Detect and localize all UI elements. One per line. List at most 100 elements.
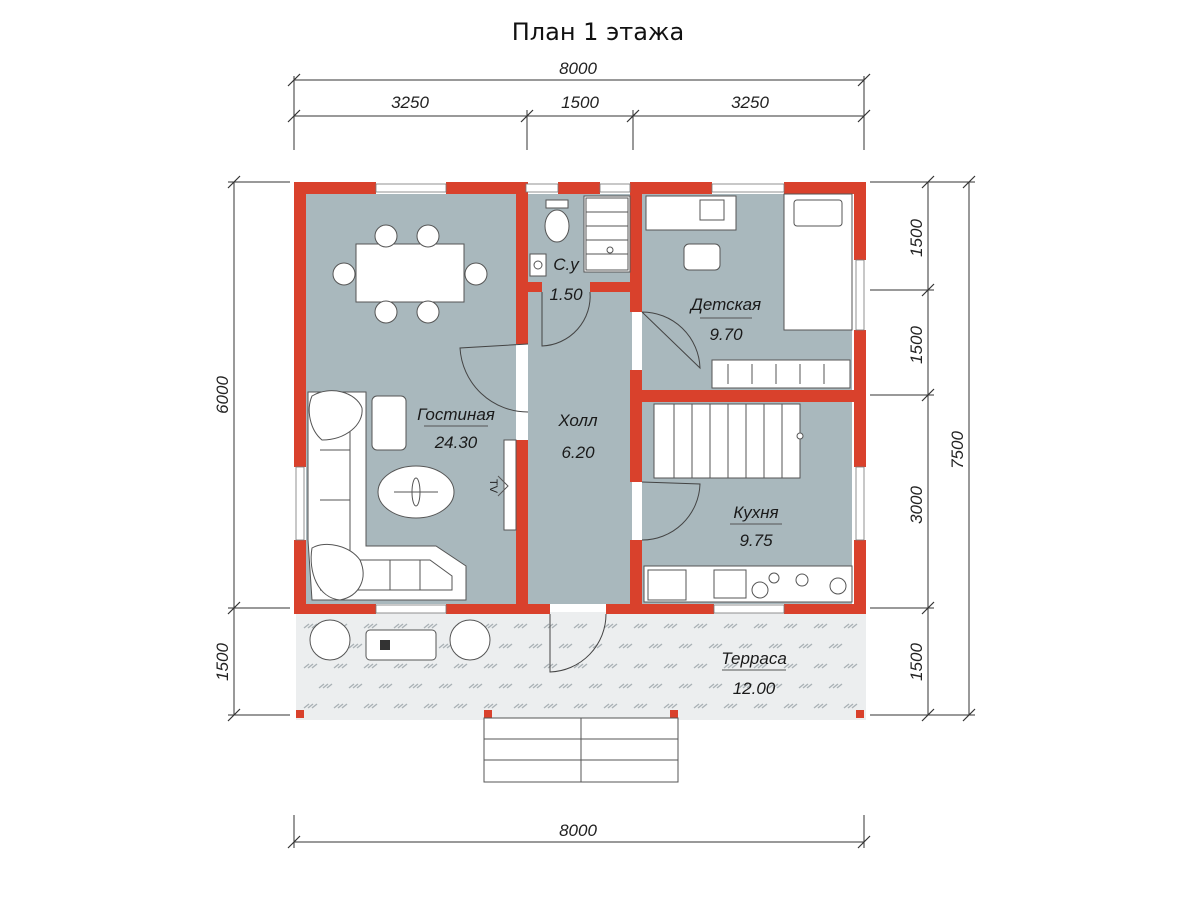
hatch-mark [783, 663, 790, 669]
hatch-mark [543, 623, 550, 629]
hatch-mark [577, 703, 584, 709]
hatch-mark [393, 663, 400, 669]
room-area-terrasa: 12.00 [733, 679, 776, 698]
hatch-mark [562, 683, 569, 689]
hatch-mark [641, 623, 648, 629]
hatch-mark [712, 643, 719, 649]
hatch-mark [423, 703, 430, 709]
hatch-mark [817, 703, 824, 709]
hatch-mark [626, 683, 633, 689]
hatch-mark [573, 663, 580, 669]
hatch-mark [738, 683, 745, 689]
terrace-posts [296, 710, 864, 718]
hatch-mark [817, 663, 824, 669]
hatch-mark [401, 623, 408, 629]
hatch-mark [663, 663, 670, 669]
hatch-mark [667, 623, 674, 629]
hatch-mark [761, 663, 768, 669]
plan-title: План 1 этажа [512, 18, 685, 46]
hatch-mark [307, 663, 314, 669]
hatch-mark [682, 643, 689, 649]
staircase [653, 403, 804, 479]
hatch-mark [446, 683, 453, 689]
hatch-mark [352, 683, 359, 689]
hatch-mark [367, 703, 374, 709]
hatch-mark [678, 683, 685, 689]
hatch-mark [757, 703, 764, 709]
walls [294, 182, 866, 614]
hatch-mark [603, 703, 610, 709]
hatch-mark [802, 683, 809, 689]
hatch-mark [731, 703, 738, 709]
hatch-mark [607, 703, 614, 709]
hatch-mark [401, 703, 408, 709]
hatch-mark [581, 663, 588, 669]
hatch-mark [371, 623, 378, 629]
hatch-mark [667, 663, 674, 669]
hatch-mark [772, 643, 779, 649]
hatch-mark [442, 683, 449, 689]
hatch-mark [851, 703, 858, 709]
hatch-mark [697, 623, 704, 629]
hatch-mark [367, 663, 374, 669]
hatch-mark [468, 683, 475, 689]
hatch-mark [311, 663, 318, 669]
hatch-mark [573, 623, 580, 629]
hatch-mark [487, 703, 494, 709]
hatch-mark [348, 683, 355, 689]
hatch-mark [502, 683, 509, 689]
room-label-terrasa: Терраса 12.00 [721, 649, 787, 698]
hatch-mark [453, 663, 460, 669]
hatch-mark [521, 703, 528, 709]
hatch-mark [776, 643, 783, 649]
hatch-mark [697, 663, 704, 669]
hatch-mark [847, 623, 854, 629]
hatch-mark [348, 643, 355, 649]
hatch-mark [753, 623, 760, 629]
hatch-mark [768, 683, 775, 689]
dim-label-right-seg-4: 1500 [907, 643, 926, 681]
hatch-mark [776, 683, 783, 689]
hatch-mark [431, 663, 438, 669]
hatch-mark [551, 703, 558, 709]
hatch-mark [461, 663, 468, 669]
tv-label: TV [487, 479, 499, 494]
dim-label-right-seg-3: 3000 [907, 486, 926, 524]
hatch-mark [536, 683, 543, 689]
hatch-mark [701, 703, 708, 709]
hatch-mark [337, 663, 344, 669]
hatch-mark [663, 703, 670, 709]
hatch-mark [821, 703, 828, 709]
hatch-mark [502, 643, 509, 649]
hatch-mark [543, 663, 550, 669]
room-label-gostinaya: Гостиная 24.30 [417, 405, 495, 452]
hatch-mark [588, 643, 595, 649]
hatch-mark [671, 663, 678, 669]
hatch-mark [506, 683, 513, 689]
hatch-mark [596, 643, 603, 649]
hatch-mark [573, 703, 580, 709]
hatch-mark [821, 623, 828, 629]
hatch-mark [708, 643, 715, 649]
kitchen-counter [643, 565, 853, 603]
hatch-mark [753, 703, 760, 709]
hatch-mark [648, 643, 655, 649]
doors [459, 291, 701, 673]
hatch-mark [461, 703, 468, 709]
hatch-mark [716, 683, 723, 689]
hatch-mark [517, 623, 524, 629]
hatch-mark [656, 643, 663, 649]
hatch-mark [558, 643, 565, 649]
hatch-mark [438, 643, 445, 649]
hatch-mark [551, 623, 558, 629]
hatch-mark [618, 643, 625, 649]
hatch-mark [753, 663, 760, 669]
hatch-mark [322, 683, 329, 689]
dim-label-right-total: 7500 [948, 431, 967, 469]
hatch-mark [686, 683, 693, 689]
room-area-detskaya: 9.70 [709, 325, 743, 344]
hatch-mark [783, 703, 790, 709]
hatch-mark [592, 683, 599, 689]
hatch-mark [393, 703, 400, 709]
